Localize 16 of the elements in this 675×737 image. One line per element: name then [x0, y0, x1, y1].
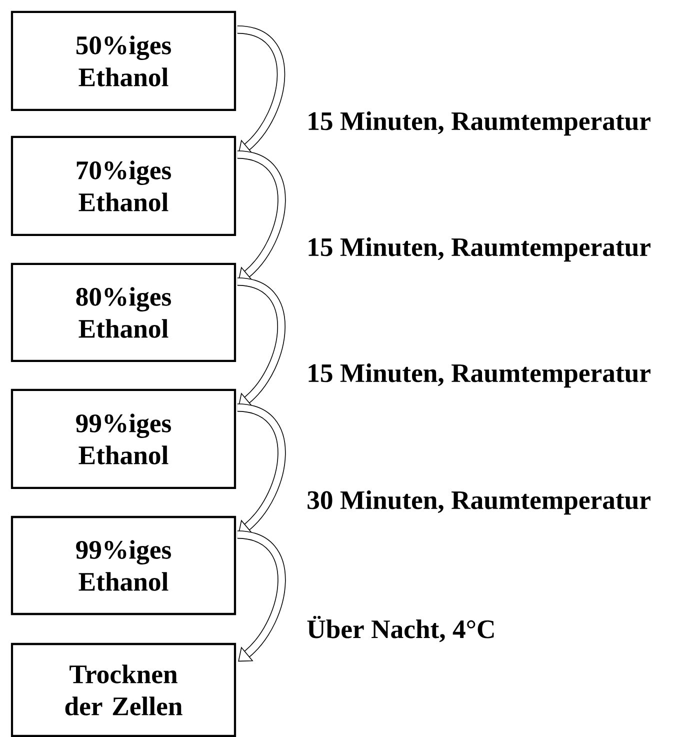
process-box: 80%iges Ethanol — [10, 262, 236, 362]
process-box: 99%iges Ethanol — [10, 516, 236, 616]
process-box: 70%iges Ethanol — [10, 136, 236, 236]
curved-arrow — [236, 530, 286, 662]
edge-label: 15 Minuten, Raumtemperatur — [308, 363, 650, 388]
curved-arrow — [236, 150, 286, 282]
process-box: Trocknen der Zellen — [10, 642, 236, 737]
edge-label: 15 Minuten, Raumtemperatur — [308, 237, 650, 262]
edge-label: Über Nacht, 4°C — [307, 616, 494, 642]
edge-label: 30 Minuten, Raumtemperatur — [308, 490, 650, 515]
curved-arrow — [236, 25, 286, 155]
edge-label: 15 Minuten, Raumtemperatur — [308, 111, 650, 136]
process-box: 50%iges Ethanol — [10, 10, 236, 112]
curved-arrow — [236, 404, 286, 535]
curved-arrow — [236, 277, 286, 408]
process-box: 99%iges Ethanol — [10, 388, 236, 490]
